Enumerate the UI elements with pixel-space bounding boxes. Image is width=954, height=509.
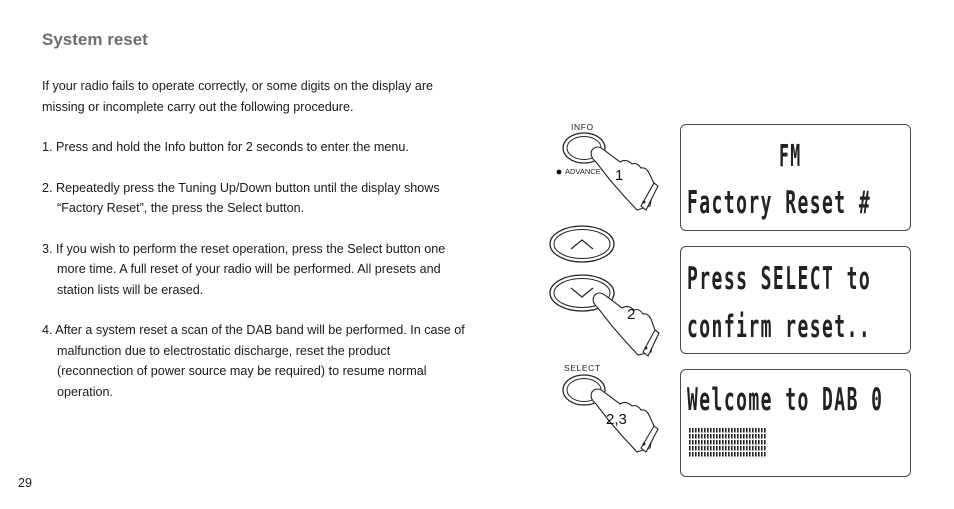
lcd-display-2: Press SELECT to confirm reset.. bbox=[680, 246, 911, 354]
lcd-line: FM bbox=[779, 139, 802, 174]
tuning-up-button bbox=[549, 225, 615, 263]
hand-pointer-icon bbox=[590, 388, 659, 453]
lcd-display-3: Welcome to DAB 0 bbox=[680, 369, 911, 477]
lcd-line: confirm reset.. bbox=[687, 309, 872, 345]
advance-label: ADVANCE bbox=[565, 167, 601, 176]
intro-paragraph: If your radio fails to operate correctly… bbox=[42, 79, 434, 114]
callout-1: 1 bbox=[615, 167, 624, 184]
select-label: SELECT bbox=[564, 363, 601, 373]
callout-2: 2 bbox=[627, 306, 636, 323]
lcd-line: Press SELECT to bbox=[687, 261, 872, 297]
button-drawing bbox=[549, 132, 660, 453]
advance-dot bbox=[556, 169, 562, 175]
hand-pointer-icon bbox=[592, 292, 660, 357]
step-1: 1. Press and hold the Info button for 2 … bbox=[42, 140, 409, 154]
info-label: INFO bbox=[571, 122, 594, 132]
lcd-line: Factory Reset # bbox=[687, 185, 872, 221]
lcd-display-1: FM Factory Reset # bbox=[680, 124, 911, 231]
page-title: System reset bbox=[42, 30, 148, 49]
callout-3: 2,3 bbox=[606, 411, 627, 428]
step-4: 4. After a system reset a scan of the DA… bbox=[42, 323, 465, 399]
step-2: 2. Repeatedly press the Tuning Up/Down b… bbox=[42, 180, 440, 216]
step-3: 3. If you wish to perform the reset oper… bbox=[42, 241, 446, 297]
lcd-progress-bar bbox=[689, 428, 766, 457]
page-number: 29 bbox=[18, 476, 32, 490]
hand-pointer-icon bbox=[590, 146, 659, 211]
instructions: If your radio fails to operate correctly… bbox=[42, 76, 467, 422]
lcd-line: Welcome to DAB 0 bbox=[687, 382, 884, 418]
button-figure: INFO ADVANCE 1 2 SELECT 2,3 bbox=[540, 110, 675, 490]
